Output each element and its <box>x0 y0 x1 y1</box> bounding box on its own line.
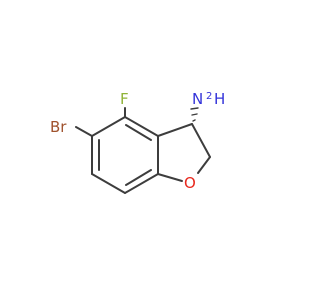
atom-label-nitrogen: N <box>192 90 203 108</box>
hash-line <box>191 113 198 116</box>
bond-o1-c7a <box>157 173 183 182</box>
bond-c3a-c3 <box>157 123 193 137</box>
bond-c4-c5 <box>91 116 126 137</box>
atom-label-bromine: Br <box>50 118 67 136</box>
double-bond-c3a-c4-inner <box>125 124 152 141</box>
double-bond-c7-c7a-inner <box>125 169 152 186</box>
bond-c6-c7 <box>91 173 126 194</box>
bond-c3-c2 <box>191 123 211 158</box>
hashed-wedge-bond <box>190 107 199 122</box>
bond-c5-br <box>75 126 93 137</box>
hash-line <box>192 119 196 122</box>
bond-c3a-c4 <box>124 116 159 137</box>
atom-label-oxygen: O <box>184 174 196 192</box>
hash-line <box>190 107 199 110</box>
bond-c2-o1 <box>197 156 211 174</box>
bond-group <box>75 107 211 194</box>
hydrogen-count-subscript: 2 <box>206 91 212 102</box>
bond-c7-c7a <box>124 173 159 194</box>
atom-label-hydrogen: H <box>214 90 225 108</box>
molecule-structure-diagram: Br F O N H 2 <box>50 90 225 194</box>
atom-label-fluorine: F <box>120 90 129 108</box>
